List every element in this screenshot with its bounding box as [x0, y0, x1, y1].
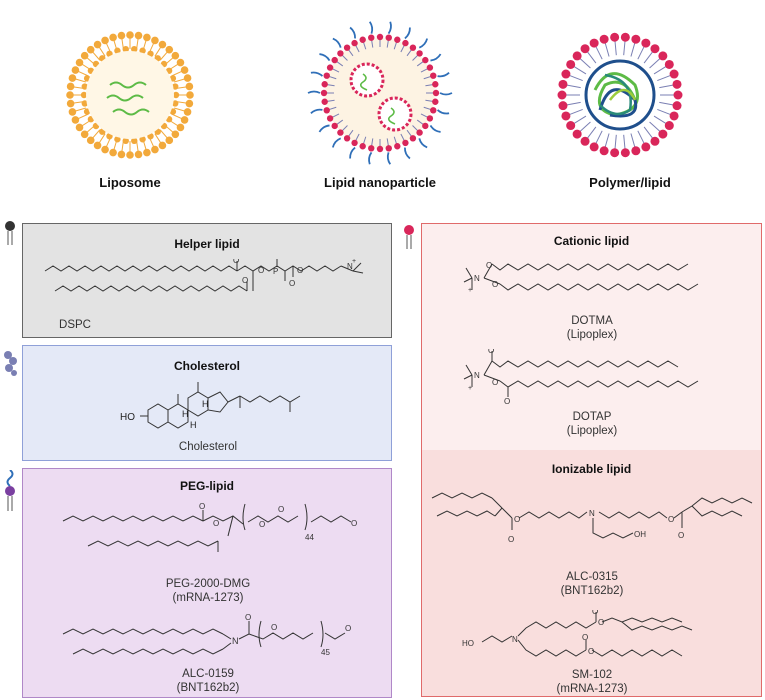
- helper-atom-o3: O: [258, 266, 264, 275]
- helper-atom-p: P: [273, 267, 278, 276]
- dotap-atom-n: N: [474, 371, 480, 380]
- cholesterol-caption: Cholesterol: [178, 441, 238, 453]
- sm102-atom-n: N: [512, 635, 518, 644]
- peg2-atom-o2: O: [271, 623, 277, 632]
- alc0315-atom-o3: O: [668, 515, 674, 524]
- sm-102-structure: HO N O O O O: [462, 610, 693, 657]
- liposome-illustration: [66, 31, 194, 159]
- dotma-structure: O O N +: [463, 261, 699, 294]
- helper-lipid-caption: DSPC: [59, 319, 91, 331]
- alc-0159-vaccine: (BNT162b2): [176, 682, 240, 694]
- alc0315-atom-o2: O: [514, 515, 520, 524]
- ionizable-section: Ionizable lipid O O N OH O O ALC-0315 (B…: [422, 450, 761, 696]
- liposome-label: Liposome: [99, 175, 161, 190]
- dotap-atom-o3: O: [504, 397, 510, 404]
- peg1-atom-o1: O: [199, 502, 205, 511]
- cholesterol-structure: HO H H H: [120, 382, 301, 430]
- alc-0315-vaccine: (BNT162b2): [560, 585, 624, 597]
- lipid-nanoparticle-illustration: [307, 21, 453, 165]
- peg2-atom-n: N: [232, 636, 239, 646]
- helper-atom-o1: O: [233, 259, 239, 265]
- peg1-atom-o5: O: [351, 519, 357, 528]
- peg2-atom-o3: O: [345, 624, 351, 633]
- cholesterol-atom-h2: H: [202, 399, 209, 409]
- peg-2000-dmg-name: PEG-2000-DMG: [165, 578, 251, 590]
- peg1-repeat-count: 44: [305, 533, 314, 542]
- sm102-atom-ho: HO: [462, 639, 474, 648]
- peg-2000-dmg-caption: PEG-2000-DMG (mRNA-1273): [138, 577, 278, 605]
- dotap-type: (Lipoplex): [566, 425, 618, 437]
- polymer-lipid-label: Polymer/lipid: [589, 175, 671, 190]
- alc0315-atom-oh: OH: [634, 530, 646, 539]
- alc-0315-structure: O O N OH O O: [431, 492, 753, 544]
- alc-0315-caption: ALC-0315 (BNT162b2): [542, 570, 642, 598]
- peg2-atom-o1: O: [245, 613, 251, 622]
- cholesterol-panel: Cholesterol HO H H H Cholesterol: [22, 345, 392, 461]
- dotma-name: DOTMA: [571, 315, 613, 327]
- ionizable-lipid-title: Ionizable lipid: [551, 462, 632, 476]
- peg-lipid-icon: [5, 470, 15, 511]
- dotap-atom-plus: +: [468, 385, 472, 392]
- peg1-atom-o4: O: [278, 505, 284, 514]
- cholesterol-atom-h3: H: [190, 420, 197, 430]
- helper-atom-plus: +: [352, 259, 356, 265]
- sm102-atom-o3: O: [582, 633, 588, 642]
- alc-0315-name: ALC-0315: [566, 571, 618, 583]
- peg-lipid-title: PEG-lipid: [180, 479, 234, 493]
- peg-2000-dmg-structure: O O O O O 44: [62, 502, 357, 552]
- dspc-structure: O O O P O O N +: [44, 259, 364, 292]
- cholesterol-atom-h1: H: [182, 409, 189, 419]
- dotap-atom-o1: O: [488, 349, 494, 355]
- helper-lipid-panel: Helper lipid O O O P O O N + DSPC: [22, 223, 392, 338]
- helper-atom-n: N: [347, 262, 353, 271]
- alc-0159-structure: N O O O 45: [62, 613, 351, 657]
- sm-102-vaccine: (mRNA-1273): [556, 683, 628, 695]
- cholesterol-atom-ho: HO: [120, 412, 135, 423]
- dotma-caption: DOTMA (Lipoplex): [542, 314, 642, 342]
- cationic-ionizable-panel: Cationic lipid O O N + DOTMA (Lipoplex) …: [421, 223, 762, 697]
- sm102-atom-o2: O: [598, 618, 604, 627]
- dotap-atom-o2: O: [492, 378, 498, 387]
- dotma-atom-n: N: [474, 274, 480, 283]
- dotma-atom-o2: O: [492, 280, 498, 289]
- cationic-lipid-icon: [404, 225, 414, 249]
- peg-2000-dmg-vaccine: (mRNA-1273): [172, 592, 244, 604]
- helper-atom-o4: O: [289, 279, 295, 288]
- polymer-lipid-illustration: [557, 32, 683, 158]
- helper-atom-o5: O: [297, 266, 303, 275]
- alc-0159-name: ALC-0159: [182, 668, 234, 680]
- sm-102-caption: SM-102 (mRNA-1273): [542, 668, 642, 696]
- alc0315-atom-o4: O: [678, 531, 684, 540]
- peg2-repeat-count: 45: [321, 648, 330, 657]
- peg-lipid-panel: PEG-lipid O O O O O 44 PEG-2000-DMG (mRN…: [22, 468, 392, 698]
- alc0315-atom-o1: O: [508, 535, 514, 544]
- dotap-name: DOTAP: [572, 411, 612, 423]
- helper-atom-o2: O: [242, 276, 248, 285]
- cholesterol-title: Cholesterol: [173, 359, 240, 373]
- dotma-type: (Lipoplex): [566, 329, 618, 341]
- cholesterol-icon: [4, 351, 17, 376]
- alc0315-atom-n: N: [589, 509, 595, 518]
- dotap-structure: O O O N +: [463, 349, 699, 404]
- lipid-nanoparticle-label: Lipid nanoparticle: [324, 175, 436, 190]
- alc-0159-caption: ALC-0159 (BNT162b2): [143, 667, 273, 695]
- sm-102-name: SM-102: [571, 669, 613, 681]
- dotma-atom-plus: +: [468, 287, 472, 294]
- sm102-atom-o4: O: [588, 647, 594, 656]
- helper-lipid-title: Helper lipid: [174, 237, 240, 251]
- cationic-section: Cationic lipid O O N + DOTMA (Lipoplex) …: [422, 224, 761, 450]
- peg1-atom-o3: O: [259, 520, 265, 529]
- sm102-atom-o1: O: [592, 610, 598, 616]
- cationic-lipid-title: Cationic lipid: [553, 234, 630, 248]
- helper-lipid-icon: [5, 221, 15, 245]
- peg1-atom-o2: O: [213, 519, 219, 528]
- dotma-atom-o1: O: [486, 261, 492, 270]
- dotap-caption: DOTAP (Lipoplex): [542, 410, 642, 438]
